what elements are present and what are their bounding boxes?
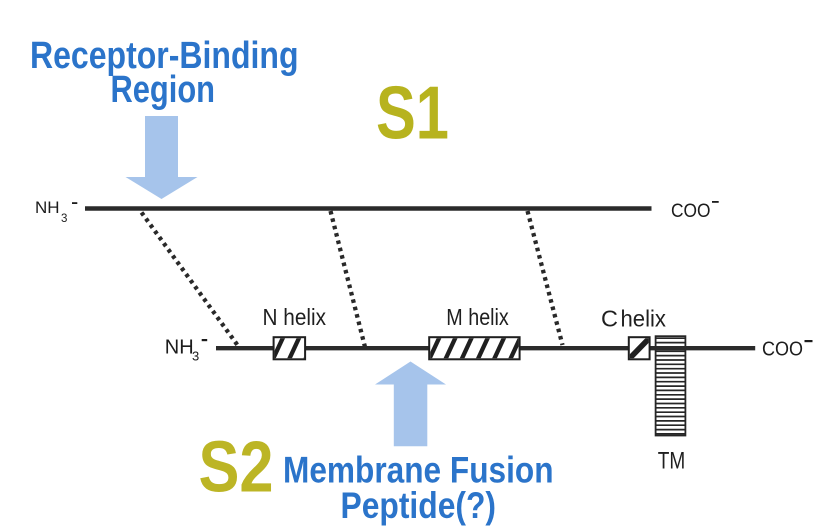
- svg-text:N helix: N helix: [263, 304, 327, 330]
- svg-text:NH: NH: [165, 337, 194, 359]
- svg-text:Region: Region: [111, 69, 216, 111]
- svg-text:COO: COO: [762, 339, 803, 361]
- svg-text:COO: COO: [671, 200, 711, 222]
- svg-text:Peptide(?): Peptide(?): [341, 484, 497, 526]
- svg-text:helix: helix: [621, 306, 667, 332]
- svg-text:C: C: [601, 306, 618, 332]
- svg-text:Membrane Fusion: Membrane Fusion: [283, 449, 554, 491]
- svg-text:S1: S1: [376, 71, 449, 155]
- svg-text:3: 3: [61, 213, 67, 225]
- svg-text:M helix: M helix: [446, 304, 509, 330]
- svg-text:Receptor-Binding: Receptor-Binding: [30, 35, 299, 77]
- svg-text:NH: NH: [35, 198, 60, 217]
- svg-text:S2: S2: [199, 428, 274, 508]
- svg-text:TM: TM: [658, 448, 686, 475]
- svg-text:3: 3: [192, 349, 199, 364]
